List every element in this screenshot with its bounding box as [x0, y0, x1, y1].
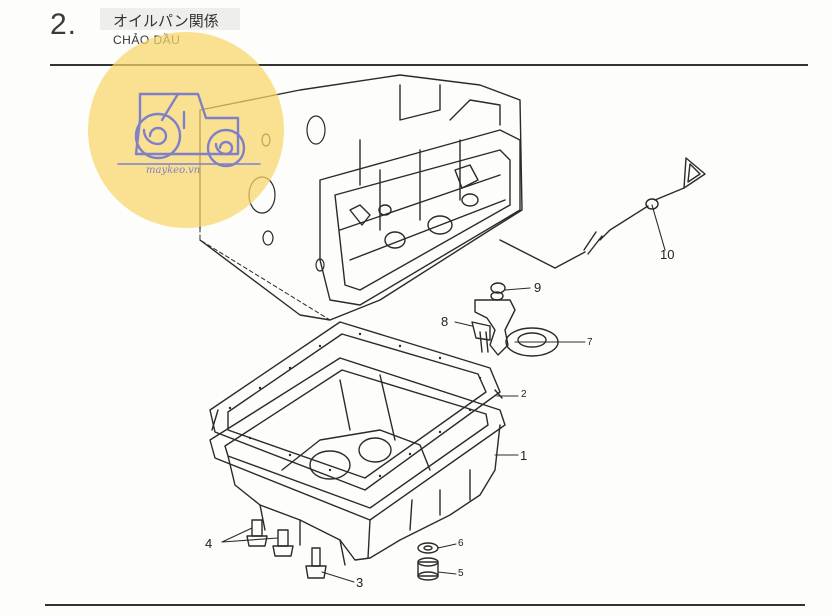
engine-block — [199, 74, 523, 321]
callout-8: 8 — [441, 314, 449, 329]
tractor-icon — [117, 92, 261, 168]
callout-5: 5 — [458, 568, 464, 579]
gasket-dots — [228, 332, 482, 478]
o-ring-part-9 — [490, 282, 506, 294]
callout-3: 3 — [356, 575, 364, 590]
section-number: 2. — [50, 8, 78, 41]
guide-pipe-part-7 — [474, 291, 559, 357]
callout-6: 6 — [458, 538, 464, 549]
callout-2: 2 — [521, 389, 527, 400]
bolt-part-8 — [471, 321, 491, 353]
watermark-brand-text: maykeo.vn — [146, 165, 201, 176]
drain-plug-part-5 — [417, 557, 439, 581]
oil-pan-part-1 — [209, 357, 506, 566]
callout-1: 1 — [520, 448, 528, 463]
gasket-part-2 — [209, 321, 503, 491]
callout-9: 9 — [534, 280, 542, 295]
bolts-part-4 — [246, 519, 294, 557]
header-divider — [50, 64, 808, 66]
callout-4: 4 — [205, 536, 213, 551]
footer-divider — [45, 604, 805, 606]
leader-lines — [221, 204, 666, 583]
bolt-part-3 — [305, 547, 327, 579]
callout-10: 10 — [660, 247, 675, 262]
washer-part-6 — [417, 542, 439, 554]
title-japanese: オイルパン関係 — [113, 13, 219, 30]
callout-7: 7 — [587, 337, 593, 348]
watermark-logo — [88, 32, 284, 228]
dipstick-part-10 — [499, 157, 706, 269]
header-tab — [100, 8, 240, 30]
